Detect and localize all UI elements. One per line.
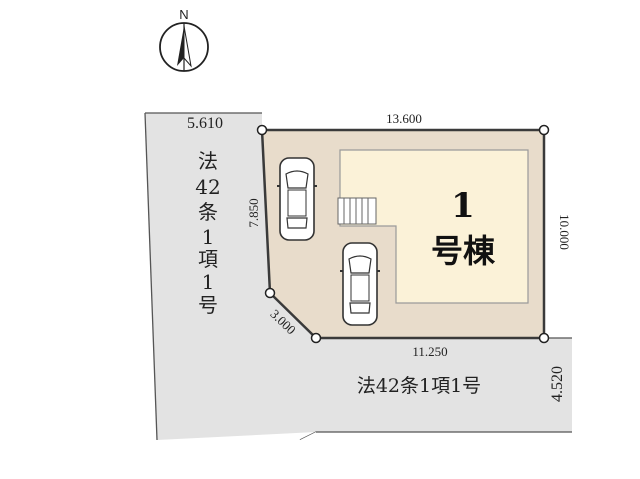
west-road-char: 42 xyxy=(195,175,220,199)
west-road-char: 1 xyxy=(202,225,215,249)
building-footprint xyxy=(339,149,529,304)
west-road-char: 1 xyxy=(202,270,215,294)
building-number: 1 xyxy=(451,186,475,226)
dim-north-edge: 13.600 xyxy=(386,111,422,126)
dim-east-edge: 10.000 xyxy=(557,214,572,250)
south-road-label: 法42条1項1号 xyxy=(357,375,481,397)
dim-west-edge: 7.850 xyxy=(246,198,261,227)
west-road-char: 号 xyxy=(198,293,218,317)
dim-south-edge: 11.250 xyxy=(412,344,447,359)
south-road xyxy=(316,338,572,432)
dim-road-west-width: 5.610 xyxy=(187,115,223,132)
building-name: 号棟 xyxy=(431,232,496,270)
boundary-markers xyxy=(256,124,550,344)
west-road-label: 法 42 条 1 項 1 号 xyxy=(195,149,220,317)
north-label: N xyxy=(179,7,188,22)
west-road-char: 条 xyxy=(198,200,218,224)
west-road-char: 法 xyxy=(198,149,218,173)
car-icon xyxy=(277,157,317,241)
dim-road-south-width: 4.520 xyxy=(549,366,566,402)
north-compass-icon xyxy=(159,22,209,72)
entrance-steps xyxy=(337,197,377,225)
west-road-char: 項 xyxy=(198,247,218,271)
car-icon xyxy=(340,242,380,326)
west-road xyxy=(145,113,316,440)
